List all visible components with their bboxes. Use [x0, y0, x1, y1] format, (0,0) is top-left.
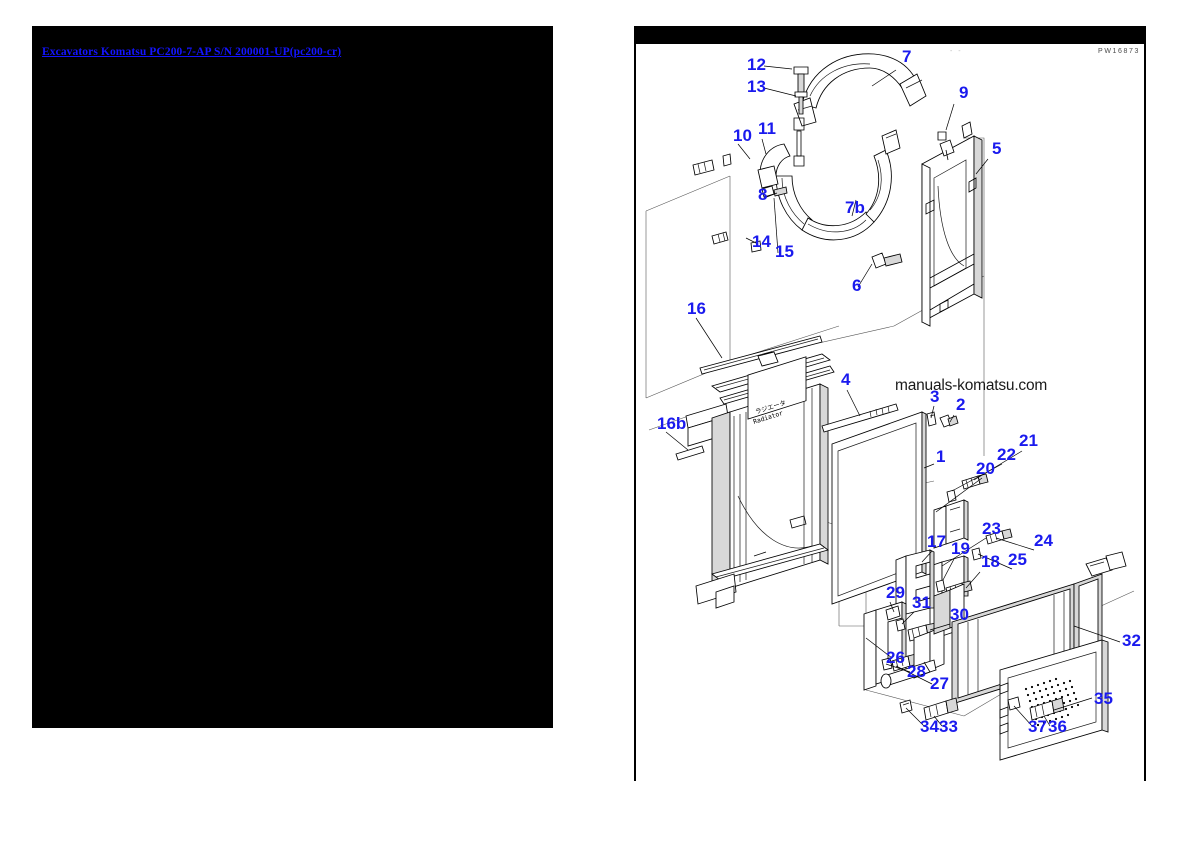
callout-5: 5 [992, 139, 1001, 158]
callout-26: 26 [886, 648, 905, 667]
page-top-black-band [634, 26, 1146, 44]
part-5-shroud-frame [921, 121, 983, 327]
site-watermark: manuals-komatsu.com [895, 377, 1048, 394]
callout-22: 22 [997, 445, 1016, 464]
callout-13: 13 [747, 77, 766, 96]
callout-15: 15 [775, 242, 794, 261]
callout-17: 17 [927, 532, 946, 551]
page-border-right [1144, 44, 1146, 781]
callout-7-lower: 7b [845, 198, 865, 217]
callout-7-upper: 7 [902, 47, 911, 66]
callout-6: 6 [852, 276, 861, 295]
page-border-left [634, 44, 636, 781]
callout-24: 24 [1034, 531, 1053, 550]
part-7-fan-guard-lower [757, 129, 901, 241]
callout-23: 23 [982, 519, 1001, 538]
callout-31: 31 [912, 593, 931, 612]
drawing-code-label: PW16873 [1098, 48, 1140, 55]
shroud-fasteners [692, 66, 947, 269]
callout-11: 11 [758, 119, 776, 138]
callout-3: 3 [930, 387, 939, 406]
callout-25: 25 [1008, 550, 1027, 569]
callout-37: 37 [1028, 717, 1047, 736]
part-7-fan-guard-upper [793, 53, 927, 167]
callout-35: 35 [1094, 689, 1113, 708]
callout-30: 30 [950, 605, 969, 624]
callout-10: 10 [733, 126, 752, 145]
callout-18: 18 [981, 552, 1000, 571]
callout-21: 21 [1019, 431, 1038, 450]
callout-27: 27 [930, 674, 949, 693]
callout-16-lower: 16b [657, 414, 686, 433]
part-32-oil-cooler [880, 551, 1127, 705]
part-4-seal-strip [821, 403, 899, 433]
parts-diagram-page: - - PW16873 [634, 26, 1146, 781]
callout-4: 4 [841, 370, 851, 389]
faint-registration-mark: - - [950, 48, 963, 55]
callout-numbers: 1 2 3 4 5 6 7 7b 8 9 10 11 12 13 14 15 1… [657, 47, 1141, 736]
radiator-core-assembly: ラジエータ Radiator [685, 351, 835, 609]
callout-2: 2 [956, 395, 965, 414]
callout-8: 8 [758, 185, 767, 204]
exploded-parts-diagram: ラジエータ Radiator [645, 47, 1141, 761]
callout-29: 29 [886, 583, 905, 602]
callout-1: 1 [936, 447, 945, 466]
callout-16-upper: 16 [687, 299, 706, 318]
callout-9: 9 [959, 83, 968, 102]
part-20-bracket-group [933, 473, 989, 549]
part-1-guard-panel [831, 411, 927, 605]
callout-leader-lines [665, 65, 1121, 727]
callout-28: 28 [907, 662, 926, 681]
callout-14: 14 [752, 232, 771, 251]
part-3-clip-and-part-2-bolt [926, 411, 959, 428]
left-preview-panel: Excavators Komatsu PC200-7-AP S/N 200001… [32, 26, 553, 728]
bottom-fasteners [899, 696, 1065, 721]
callout-34: 34 [920, 717, 939, 736]
document-title-link[interactable]: Excavators Komatsu PC200-7-AP S/N 200001… [42, 46, 342, 58]
callout-36: 36 [1048, 717, 1067, 736]
callout-32: 32 [1122, 631, 1141, 650]
callout-20: 20 [976, 459, 995, 478]
callout-33: 33 [939, 717, 958, 736]
callout-12: 12 [747, 55, 766, 74]
callout-19: 19 [951, 539, 970, 558]
